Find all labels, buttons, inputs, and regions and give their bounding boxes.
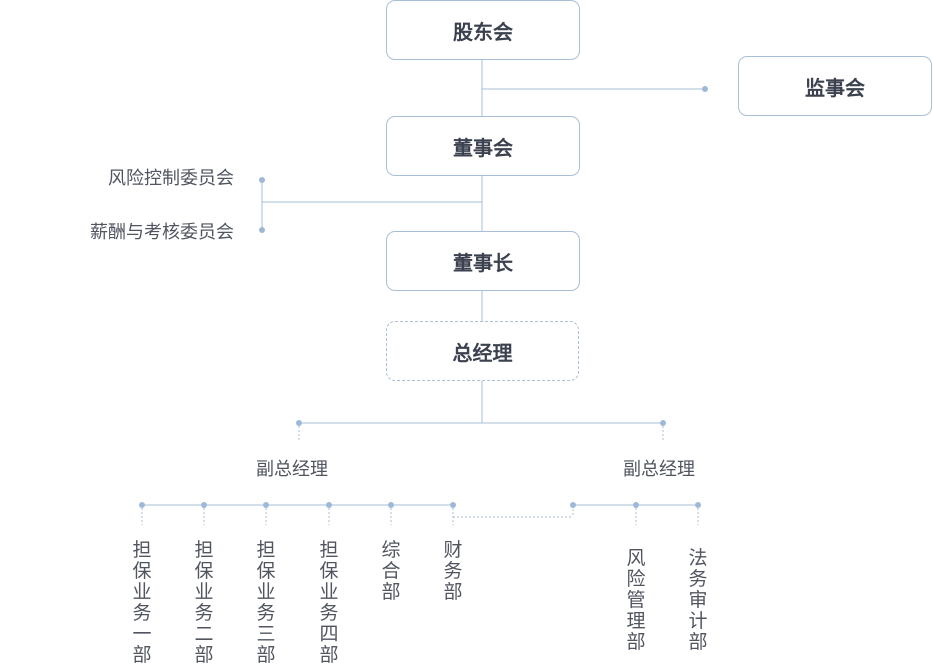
board-box: 董事会 [386, 116, 580, 176]
deputy-gm-left-label: 副总经理 [256, 459, 328, 480]
department-finance: 财务部 [443, 539, 463, 603]
remuneration-committee-label: 薪酬与考核委员会 [90, 222, 234, 243]
supervisors-box: 监事会 [738, 56, 932, 116]
department-guarantee-1: 担保业务一部 [132, 539, 152, 666]
department-guarantee-4: 担保业务四部 [319, 539, 339, 666]
chairman-box: 董事长 [386, 231, 580, 291]
department-guarantee-2: 担保业务二部 [194, 539, 214, 666]
risk-control-committee-label: 风险控制委员会 [108, 168, 234, 189]
shareholders-box: 股东会 [386, 0, 580, 60]
general-manager-box: 总经理 [386, 321, 579, 381]
department-risk-management: 风险管理部 [626, 547, 646, 653]
department-general-affairs: 综合部 [381, 539, 401, 603]
department-guarantee-3: 担保业务三部 [256, 539, 276, 666]
deputy-gm-right-label: 副总经理 [623, 459, 695, 480]
department-legal-audit: 法务审计部 [688, 547, 708, 653]
